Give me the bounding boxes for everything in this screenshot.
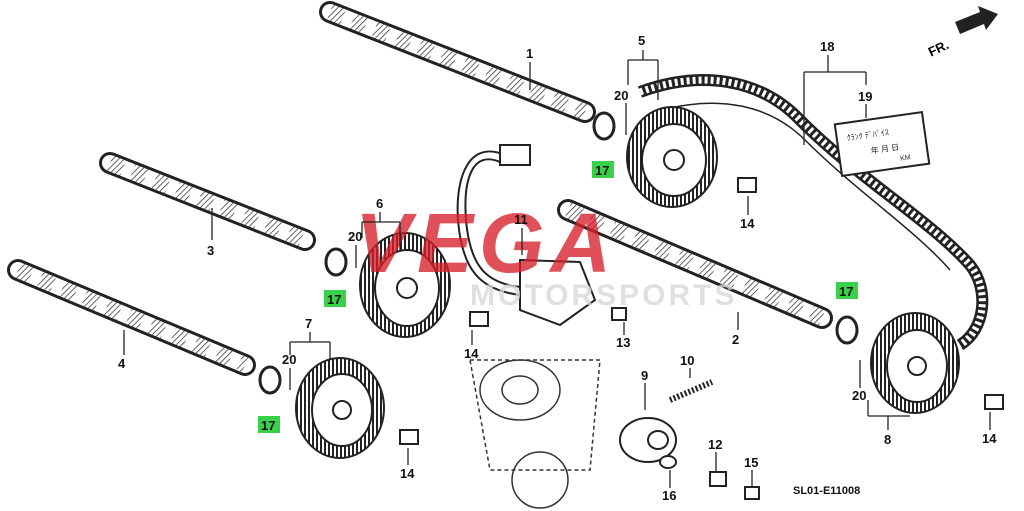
cam-pulley-8 (870, 312, 960, 414)
callout-8: 8 (884, 432, 891, 447)
callout-4: 4 (118, 356, 126, 371)
water-pump (469, 359, 601, 509)
callout-17-d: 17 (839, 284, 853, 299)
callout-7: 7 (305, 316, 312, 331)
callout-1: 1 (526, 46, 533, 61)
callout-14-c: 14 (400, 466, 415, 481)
camshaft-1 (319, 1, 596, 123)
callout-13: 13 (616, 335, 630, 350)
callout-3: 3 (207, 243, 214, 258)
label-card-line3: KM (900, 154, 912, 162)
callout-2: 2 (732, 332, 739, 347)
camshaft-4 (7, 259, 256, 376)
callout-11: 11 (514, 212, 528, 227)
callout-9: 9 (641, 368, 648, 383)
camshaft-3 (99, 152, 316, 251)
cam-pulley-6 (359, 232, 451, 338)
callout-19: 19 (858, 89, 872, 104)
callout-10: 10 (680, 353, 694, 368)
callout-14-b: 14 (464, 346, 479, 361)
callout-17-b: 17 (327, 292, 341, 307)
label-card-line2: 年 月 日 (870, 142, 900, 156)
cam-pulley-5 (626, 106, 718, 208)
leader-lines (123, 50, 991, 488)
highlight-boxes (258, 161, 858, 433)
sensor-harness (456, 144, 597, 327)
diagram-code: SL01-E11008 (793, 485, 860, 497)
label-card: ｸﾗﾝｸ ﾃﾞﾊﾞｲｽ 年 月 日 KM (833, 110, 931, 178)
bolts (399, 177, 1004, 500)
callout-20-a: 20 (614, 88, 628, 103)
callout-17-a: 17 (595, 163, 609, 178)
watermark-main: VEGA (355, 196, 617, 290)
oil-seals (258, 111, 859, 395)
callout-17-c: 17 (261, 418, 275, 433)
watermark-sub: MOTORSPORTS (470, 279, 737, 312)
callout-20-d: 20 (852, 388, 866, 403)
callout-6: 6 (376, 196, 383, 211)
callout-14-d: 14 (982, 431, 997, 446)
timing-belt (637, 74, 989, 351)
callout-14-a: 14 (740, 216, 755, 231)
callout-15: 15 (744, 455, 758, 470)
callout-5: 5 (638, 33, 645, 48)
front-label: FR. (926, 37, 951, 59)
callout-20-c: 20 (282, 352, 296, 367)
camshaft-2 (557, 199, 833, 329)
callout-20-b: 20 (348, 229, 362, 244)
front-direction-indicator: FR. (926, 6, 998, 59)
callout-16: 16 (662, 488, 676, 503)
watermark: VEGA MOTORSPORTS (355, 196, 737, 312)
callout-18: 18 (820, 39, 834, 54)
callouts: 1 2 3 4 5 6 7 8 9 10 11 12 13 14 14 14 1… (118, 33, 997, 503)
tensioner (619, 379, 714, 463)
cam-pulley-7 (295, 357, 385, 459)
callout-12: 12 (708, 437, 722, 452)
